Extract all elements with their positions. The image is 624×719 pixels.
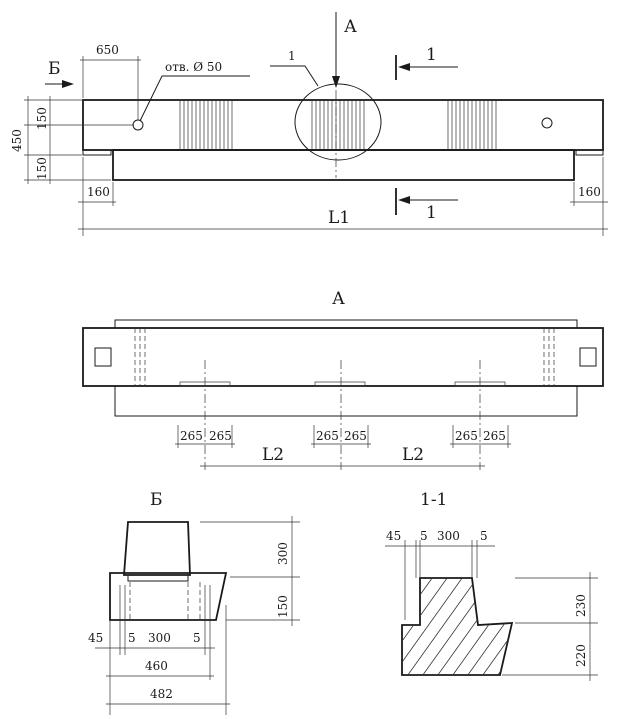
dim-L2-left: L2: [262, 445, 284, 465]
dim-150-top: 150: [35, 107, 49, 130]
view-b-dim-5-right: 5: [193, 631, 201, 645]
section-1-1: 1-1 45 5 300 5: [385, 490, 598, 681]
right-ledge: [575, 150, 604, 156]
section-dim-300: 300: [437, 529, 460, 543]
section-dim-5-right: 5: [480, 529, 488, 543]
dim-L2-right: L2: [402, 445, 424, 465]
dim-650: 650: [96, 43, 119, 57]
plan-square-right: [579, 347, 597, 367]
front-elevation: отв. Ø 50 1 А Б 1 1 650: [10, 12, 608, 236]
plan-bottom-strip: [114, 385, 578, 417]
dim-265-3: 265: [316, 429, 339, 443]
slot-stripes-left: [179, 101, 233, 149]
view-b-dim-45: 45: [88, 631, 103, 645]
slot-stripes-right: [447, 101, 497, 149]
view-a-title: А: [332, 289, 345, 309]
dim-265-1: 265: [180, 429, 203, 443]
dim-160-left: 160: [87, 185, 110, 199]
detail-callout-label: 1: [288, 49, 296, 63]
view-b-dim-5-left: 5: [128, 631, 136, 645]
beam-lower-body: [112, 149, 575, 181]
detail-circle: [294, 83, 382, 161]
plan-top-strip: [114, 319, 578, 329]
section-mark-bottom-label: 1: [426, 203, 437, 223]
dim-265-4: 265: [344, 429, 367, 443]
detail-leader: [270, 65, 319, 87]
section-dim-220: 220: [574, 644, 588, 667]
hole-leader: [139, 75, 250, 122]
view-b-title: Б: [150, 490, 163, 510]
hole-left: [132, 119, 144, 131]
view-b-end: Б 300 150 45 5 300 5 460 482: [88, 490, 300, 715]
view-b-dim-150: 150: [276, 595, 290, 618]
slot-stripes-center: [311, 101, 365, 149]
section-title: 1-1: [420, 490, 447, 510]
section-dim-5-left: 5: [420, 529, 428, 543]
view-b-dim-300: 300: [276, 542, 290, 565]
dim-L1: L1: [328, 208, 350, 228]
section-mark-top-label: 1: [426, 45, 437, 65]
plan-main-body: [82, 327, 604, 387]
view-b-dim-482: 482: [150, 687, 173, 701]
view-b-top-block: [123, 521, 191, 576]
dim-265-5: 265: [455, 429, 478, 443]
dim-150-bottom: 150: [35, 157, 49, 180]
dim-265-2: 265: [209, 429, 232, 443]
section-dim-45: 45: [386, 529, 401, 543]
hole-right: [541, 117, 553, 129]
view-a-plan: А 265 265 265 265 265 26: [82, 289, 604, 470]
dim-450: 450: [10, 129, 24, 152]
view-b-lower-block: [109, 572, 228, 621]
dim-265-6: 265: [483, 429, 506, 443]
left-ledge: [82, 150, 112, 156]
hole-label: отв. Ø 50: [165, 60, 222, 74]
view-b-arrow-label: Б: [48, 59, 61, 79]
plan-square-left: [94, 347, 112, 367]
beam-upper-body: [82, 99, 604, 151]
dim-160-right: 160: [578, 185, 601, 199]
view-a-arrow-label: А: [344, 17, 357, 37]
section-dim-230: 230: [574, 594, 588, 617]
view-b-dim-300-bottom: 300: [148, 631, 171, 645]
view-b-dim-460: 460: [145, 659, 168, 673]
